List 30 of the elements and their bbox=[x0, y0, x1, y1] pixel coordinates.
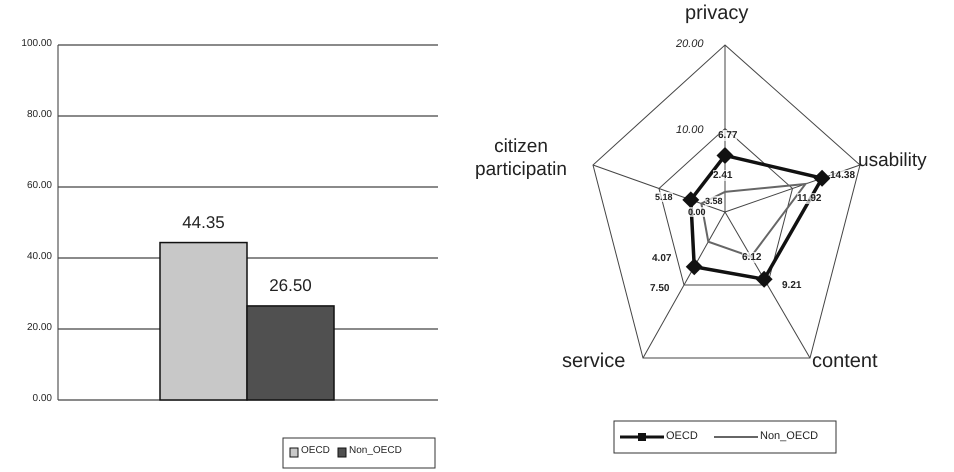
data-label: 3.58 bbox=[705, 196, 723, 206]
axis-tick-label: 80.00 bbox=[26, 109, 52, 120]
data-label: 2.41 bbox=[713, 170, 732, 181]
axis-label: content bbox=[812, 350, 878, 373]
axis-tick-label: 40.00 bbox=[26, 251, 52, 262]
data-label: 14.38 bbox=[830, 170, 856, 181]
legend-label: Non_OECD bbox=[349, 445, 402, 456]
axis-tick-label: 20.00 bbox=[26, 322, 52, 333]
legend-label: Non_OECD bbox=[760, 430, 818, 442]
data-label: 4.07 bbox=[652, 253, 672, 264]
data-label: 6.77 bbox=[718, 130, 738, 141]
data-label: 9.21 bbox=[782, 280, 802, 291]
axis-label: privacy bbox=[685, 2, 748, 25]
data-label: 11.92 bbox=[797, 193, 822, 204]
axis-tick-label: 0.00 bbox=[32, 393, 52, 404]
data-label: 7.50 bbox=[650, 283, 670, 294]
legend-label: OECD bbox=[666, 430, 698, 442]
data-label: 6.12 bbox=[742, 252, 762, 263]
axis-label: citizen participatin bbox=[474, 136, 568, 182]
axis-tick-label: 60.00 bbox=[26, 180, 52, 191]
legend-label: OECD bbox=[301, 445, 330, 456]
data-label: 26.50 bbox=[268, 276, 313, 296]
axis-tick-label: 100.00 bbox=[20, 38, 52, 49]
axis-tick-label: 10.00 bbox=[676, 124, 704, 136]
axis-tick-label: 20.00 bbox=[676, 38, 704, 50]
axis-label: usability bbox=[858, 150, 927, 172]
data-label: 44.35 bbox=[181, 212, 226, 233]
axis-label: service bbox=[562, 350, 626, 373]
data-label: 5.18 bbox=[655, 192, 673, 202]
axis-tick-label: 0.00 bbox=[688, 207, 706, 217]
